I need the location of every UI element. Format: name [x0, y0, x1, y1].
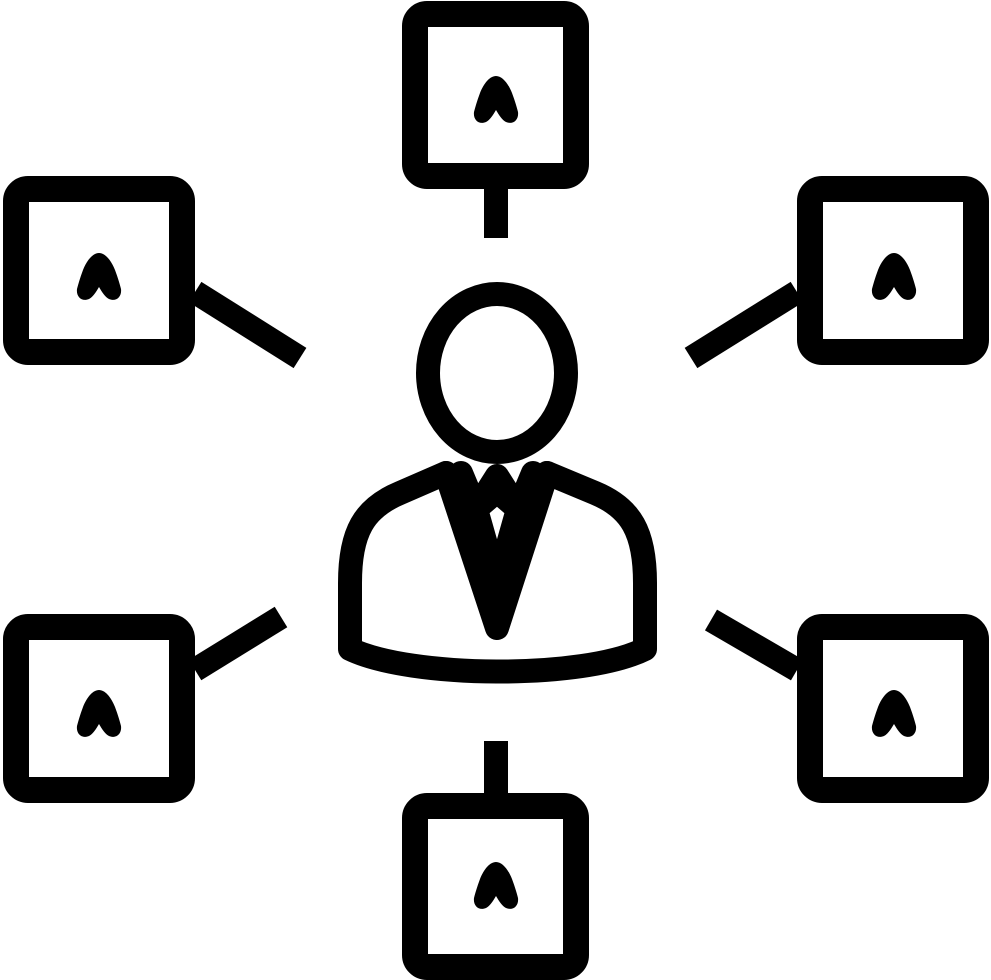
businessman-lapels — [434, 461, 559, 640]
businessman-tie-tail — [477, 543, 517, 597]
connector-lower-right — [704, 609, 804, 681]
businessman-icon — [338, 282, 657, 684]
connector-upper-left — [188, 281, 307, 369]
businessman-body — [338, 461, 657, 684]
connector-upper-right — [684, 281, 804, 369]
connector-lines — [188, 187, 804, 798]
businessman-collar — [449, 461, 545, 521]
businessman-head — [416, 282, 578, 464]
node-boxes — [3, 1, 989, 980]
connector-lower-left — [188, 606, 288, 681]
